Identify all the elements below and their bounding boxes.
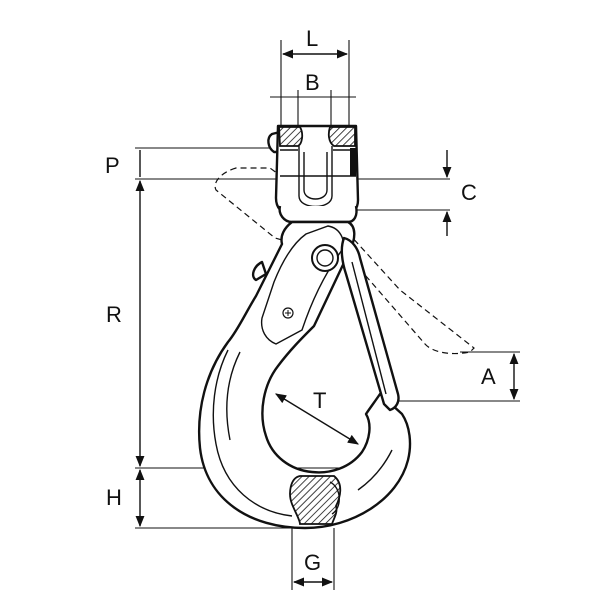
latch-closed <box>340 236 400 412</box>
label-h: H <box>106 485 122 510</box>
label-b: B <box>305 70 320 95</box>
label-r: R <box>106 302 122 327</box>
hook-section <box>289 475 342 525</box>
label-g: G <box>304 550 321 575</box>
dimension-b: B <box>270 70 356 132</box>
label-p: P <box>105 153 120 178</box>
dimension-l: L <box>280 26 350 128</box>
dimension-a: A <box>395 351 520 402</box>
dimension-g: G <box>291 528 335 590</box>
label-t: T <box>313 388 326 413</box>
label-c: C <box>461 180 477 205</box>
latch-open-outline <box>214 167 475 355</box>
dimension-h: H <box>106 468 312 529</box>
dimension-t: T <box>275 388 359 445</box>
dimension-c: C <box>355 150 477 236</box>
label-a: A <box>481 364 496 389</box>
label-l: L <box>306 26 318 51</box>
swivel-head <box>267 124 360 224</box>
